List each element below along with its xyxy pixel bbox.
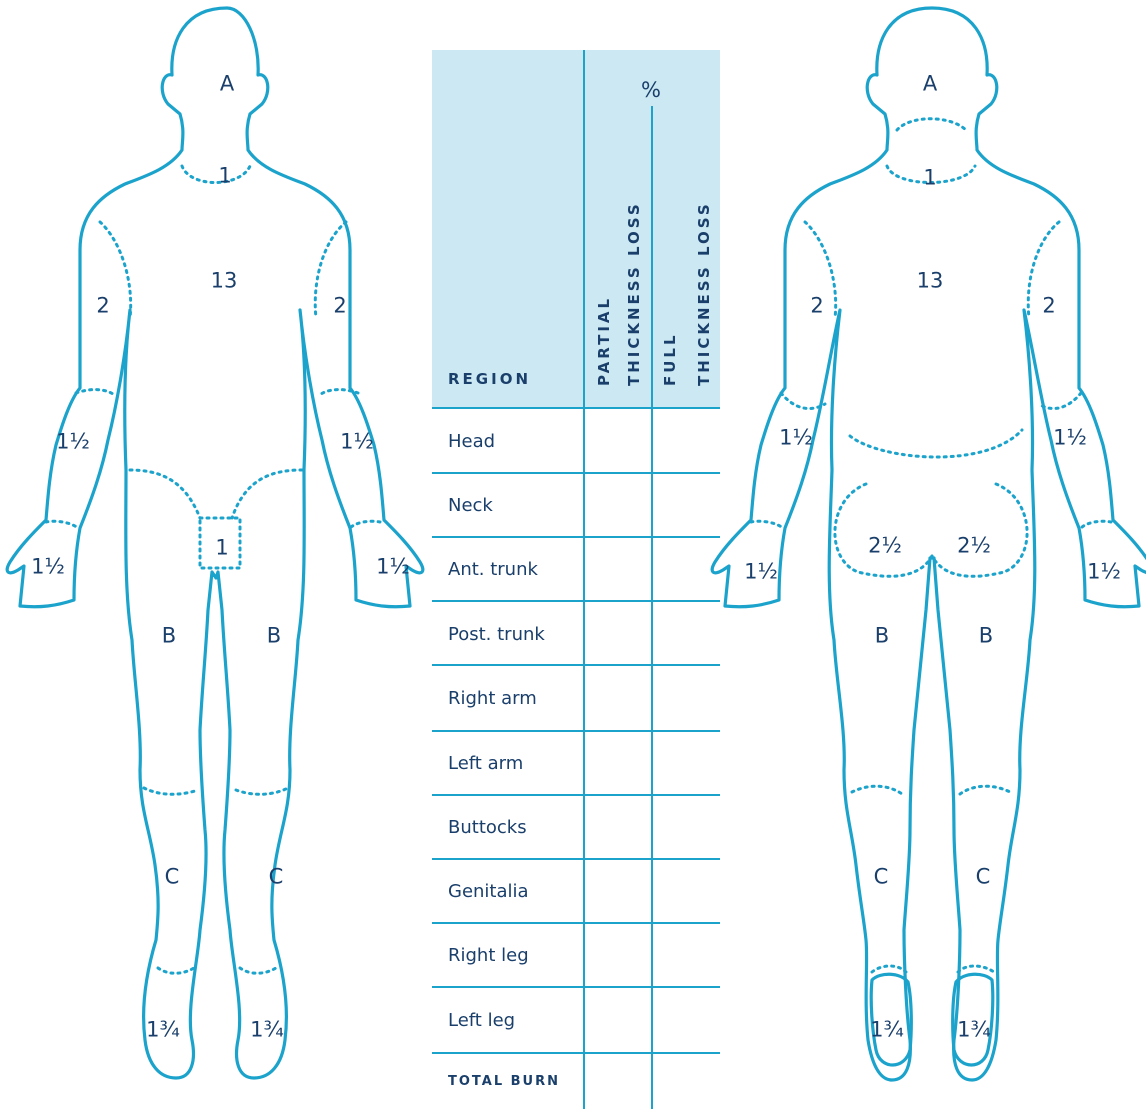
table-row-label: Right arm [448, 688, 537, 709]
front-right-upper-arm-label: 2 [96, 296, 109, 317]
burn-region-table: % REGION PARTIAL THICKNESS LOSS FULL THI… [432, 50, 720, 1109]
table-row-label: Genitalia [448, 881, 529, 902]
front-left-foot-label: 1¾ [250, 1020, 284, 1041]
row-divider [432, 536, 720, 538]
back-right-foot-label: 1¾ [870, 1020, 904, 1041]
back-left-lower-leg-label: C [976, 867, 991, 888]
table-row-label: Buttocks [448, 817, 527, 838]
back-right-hand-label: 1½ [744, 562, 778, 583]
row-divider [432, 986, 720, 988]
front-left-thigh-label: B [267, 626, 281, 647]
back-right-buttock-label: 2½ [868, 536, 902, 557]
front-head-label: A [220, 74, 234, 95]
back-head-label: A [923, 74, 937, 95]
back-left-thigh-label: B [979, 626, 993, 647]
back-left-foot-label: 1¾ [957, 1020, 991, 1041]
table-row-label: Head [448, 431, 495, 452]
row-divider [432, 858, 720, 860]
front-right-hand-label: 1½ [31, 557, 65, 578]
front-right-foot-label: 1¾ [146, 1020, 180, 1041]
front-left-upper-arm-label: 2 [333, 296, 346, 317]
back-right-thigh-label: B [875, 626, 889, 647]
row-divider [432, 730, 720, 732]
column-divider-region [583, 50, 585, 1109]
back-left-upper-arm-label: 2 [1042, 296, 1055, 317]
row-divider [432, 407, 720, 409]
partial-header-line2: THICKNESS LOSS [625, 201, 643, 386]
table-row-label: Right leg [448, 945, 529, 966]
back-neck-label: 1 [923, 168, 936, 189]
table-row-label: Left leg [448, 1010, 515, 1031]
front-genitalia-label: 1 [215, 538, 228, 559]
front-left-hand-label: 1½ [376, 557, 410, 578]
column-divider-thickness [651, 106, 653, 1109]
percent-header: % [641, 78, 661, 102]
partial-header-line1: PARTIAL [595, 296, 613, 386]
row-divider [432, 794, 720, 796]
front-right-forearm-label: 1½ [56, 432, 90, 453]
back-trunk-label: 13 [917, 271, 944, 292]
back-right-upper-arm-label: 2 [810, 296, 823, 317]
table-row-label: Post. trunk [448, 624, 545, 645]
table-row-label: Neck [448, 495, 493, 516]
table-row-label: Ant. trunk [448, 559, 538, 580]
row-divider [432, 600, 720, 602]
table-row-label: Left arm [448, 753, 523, 774]
back-right-forearm-label: 1½ [779, 428, 813, 449]
front-right-thigh-label: B [162, 626, 176, 647]
front-left-forearm-label: 1½ [340, 432, 374, 453]
back-left-hand-label: 1½ [1087, 562, 1121, 583]
full-header-line1: FULL [661, 332, 679, 386]
front-trunk-label: 13 [211, 271, 238, 292]
row-divider [432, 922, 720, 924]
total-burn-label: TOTAL BURN [448, 1074, 560, 1089]
front-neck-label: 1 [218, 166, 231, 187]
full-header-line2: THICKNESS LOSS [695, 201, 713, 386]
row-divider [432, 664, 720, 666]
front-right-lower-leg-label: C [165, 867, 180, 888]
row-divider [432, 472, 720, 474]
row-divider [432, 1052, 720, 1054]
back-left-buttock-label: 2½ [957, 536, 991, 557]
back-left-forearm-label: 1½ [1053, 428, 1087, 449]
back-right-lower-leg-label: C [874, 867, 889, 888]
region-header: REGION [448, 370, 531, 388]
front-left-lower-leg-label: C [269, 867, 284, 888]
